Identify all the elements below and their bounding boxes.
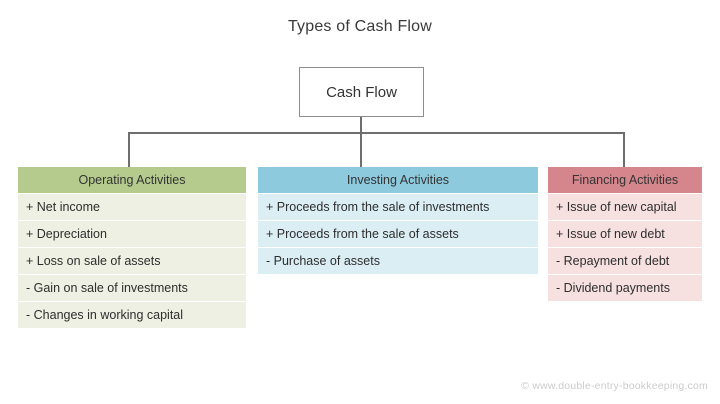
list-item: - Dividend payments [548, 275, 702, 301]
list-item: - Gain on sale of investments [18, 275, 246, 301]
list-item: + Loss on sale of assets [18, 248, 246, 274]
list-item: + Depreciation [18, 221, 246, 247]
connector-horizontal-bar [128, 132, 625, 134]
list-item: + Net income [18, 194, 246, 220]
list-item: + Proceeds from the sale of assets [258, 221, 538, 247]
watermark-credit: © www.double-entry-bookkeeping.com [521, 380, 708, 392]
list-item: - Changes in working capital [18, 302, 246, 328]
column-investing-activities: Investing Activities + Proceeds from the… [258, 167, 538, 275]
root-node-label: Cash Flow [326, 83, 397, 101]
root-node-cash-flow: Cash Flow [299, 67, 424, 117]
list-item: + Issue of new debt [548, 221, 702, 247]
column-header-operating: Operating Activities [18, 167, 246, 193]
column-operating-activities: Operating Activities + Net income + Depr… [18, 167, 246, 329]
connector-drop-right [623, 132, 625, 167]
column-financing-activities: Financing Activities + Issue of new capi… [548, 167, 702, 302]
column-header-financing: Financing Activities [548, 167, 702, 193]
connector-drop-left [128, 132, 130, 167]
list-item: - Repayment of debt [548, 248, 702, 274]
connector-stem [360, 117, 362, 134]
list-item: - Purchase of assets [258, 248, 538, 274]
diagram-title: Types of Cash Flow [287, 18, 433, 35]
list-item: + Issue of new capital [548, 194, 702, 220]
list-item: + Proceeds from the sale of investments [258, 194, 538, 220]
column-header-investing: Investing Activities [258, 167, 538, 193]
connector-drop-middle [360, 132, 362, 167]
